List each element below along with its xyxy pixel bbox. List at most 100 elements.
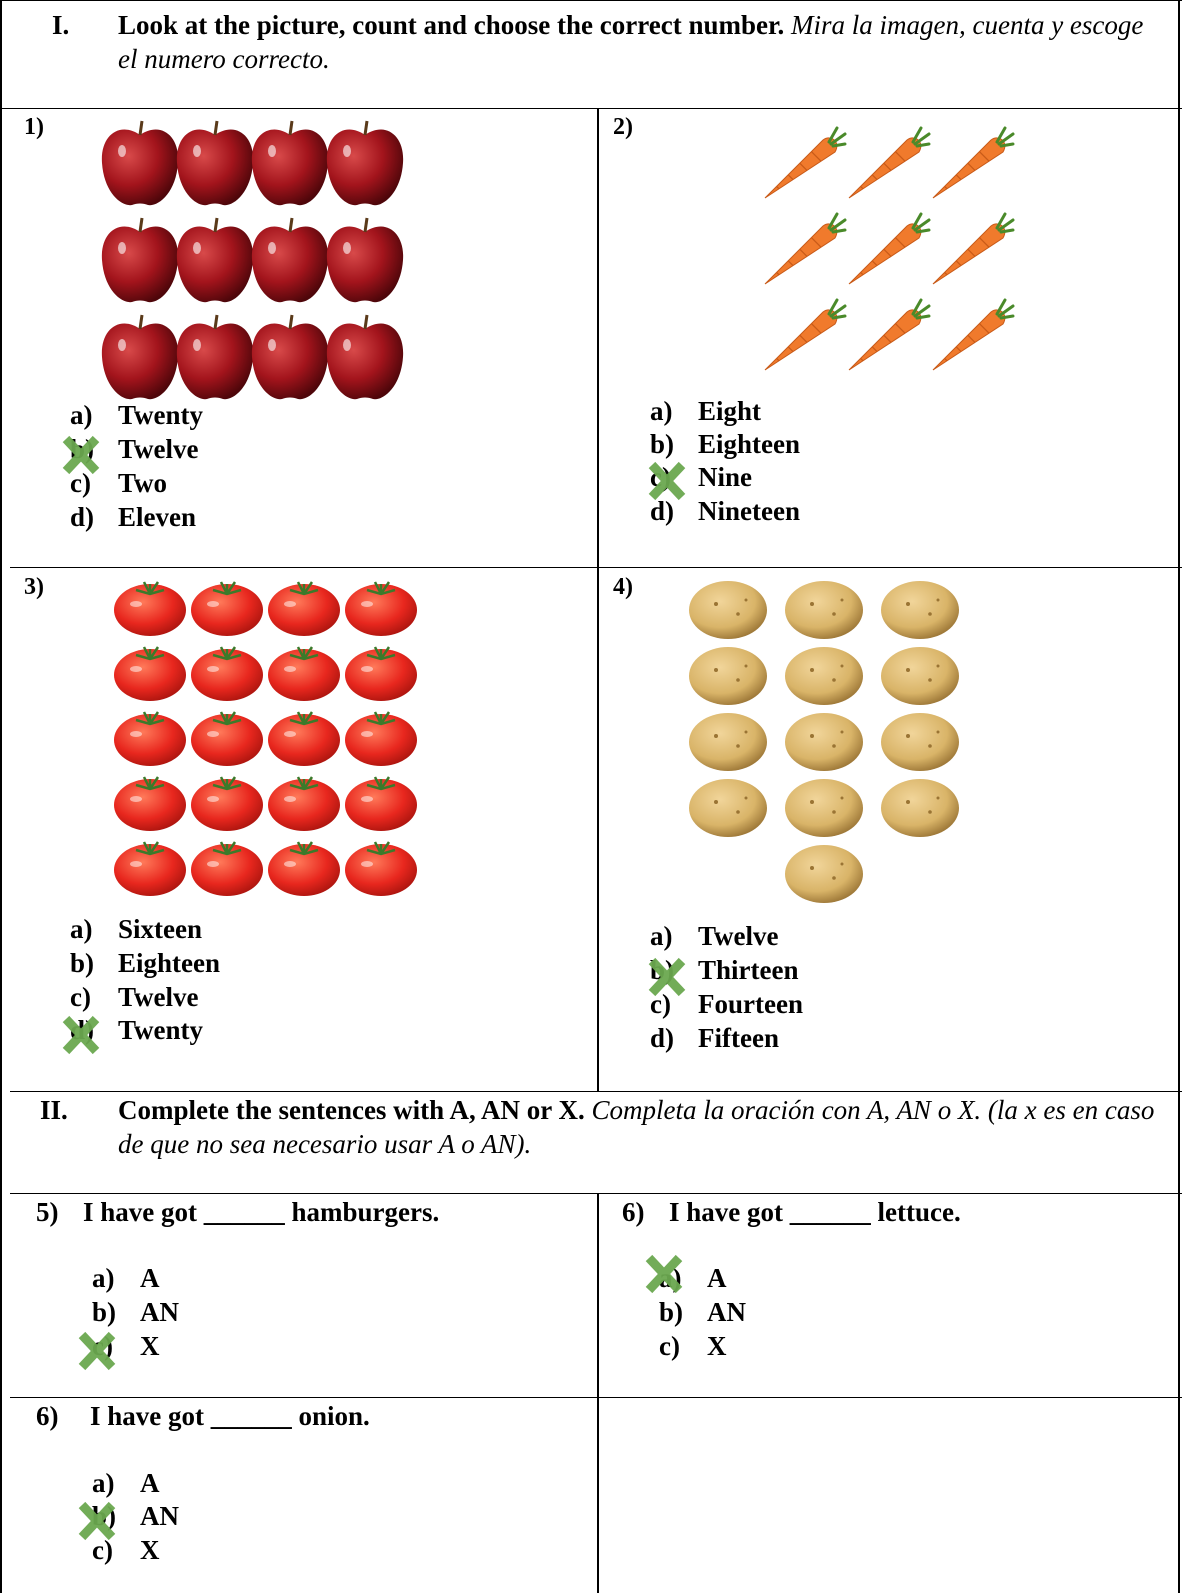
option-d[interactable]: d) Eleven <box>70 502 196 533</box>
option-a[interactable]: a) Twelve <box>650 921 778 952</box>
option-a[interactable]: a)A <box>92 1263 160 1294</box>
carrot-icon <box>848 298 931 371</box>
potato-icon <box>785 713 863 771</box>
tomato-icon <box>268 841 340 896</box>
option-word: Fourteen <box>698 989 803 1019</box>
potato-icon <box>881 581 959 639</box>
tomato-icon <box>191 711 263 766</box>
border-left <box>0 0 2 1593</box>
option-c[interactable]: c) Fourteen <box>650 989 803 1020</box>
option-word: A <box>140 1468 160 1498</box>
option-letter: c) <box>70 982 91 1012</box>
apple-icon <box>326 120 404 206</box>
tomato-icon <box>114 646 186 701</box>
option-letter: a) <box>92 1468 115 1498</box>
option-word: Sixteen <box>118 914 202 944</box>
rule-under-section1 <box>0 108 1182 109</box>
potato-icon <box>881 713 959 771</box>
potato-icon <box>785 845 863 903</box>
option-word: X <box>140 1331 160 1361</box>
answer-mark-icon <box>62 435 100 475</box>
apples-picture <box>101 120 404 400</box>
option-word: Twelve <box>118 982 199 1012</box>
potato-icon <box>689 713 767 771</box>
option-b[interactable]: b)AN <box>92 1297 179 1328</box>
option-letter: b) <box>70 948 95 978</box>
option-word: Eight <box>698 396 762 426</box>
section-number: I. <box>52 10 70 40</box>
option-a[interactable]: a)Twenty <box>70 400 203 431</box>
sentence-question-6: 6)I have got ______ lettuce. <box>622 1197 961 1228</box>
carrot-icon <box>932 298 1015 371</box>
option-b[interactable]: b)Thirteen <box>650 955 799 986</box>
option-letter: c) <box>650 989 671 1019</box>
instruction-spanish: Completa la oración con A, AN o X. (la x… <box>118 1095 1155 1159</box>
option-word: Twelve <box>698 921 779 951</box>
section-number: II. <box>40 1095 68 1125</box>
apple-icon <box>326 314 404 400</box>
carrot-icon <box>932 212 1015 285</box>
option-word: Twenty <box>118 1015 203 1045</box>
question-number: 6) <box>622 1197 645 1227</box>
option-c[interactable]: c)X <box>92 1535 160 1566</box>
option-c[interactable]: c)Two <box>70 468 167 499</box>
potato-icon <box>785 581 863 639</box>
option-c[interactable]: c)X <box>659 1331 727 1362</box>
question-number: 2) <box>613 114 633 140</box>
option-c[interactable]: c) Twelve <box>70 982 198 1013</box>
option-b[interactable]: b) Eighteen <box>70 948 220 979</box>
sentence-end: lettuce. <box>877 1197 961 1227</box>
answer-mark-icon <box>648 957 686 997</box>
option-word: Fifteen <box>698 1023 779 1053</box>
option-d[interactable]: d) Fifteen <box>650 1023 779 1054</box>
tomato-icon <box>268 776 340 831</box>
question-number: 3) <box>24 574 44 600</box>
divider-middle-b <box>597 1193 599 1593</box>
answer-blank[interactable]: ______ <box>203 1197 285 1227</box>
option-b[interactable]: b)Eighteen <box>650 429 800 460</box>
option-d[interactable]: d)Nineteen <box>650 496 800 527</box>
option-a[interactable]: a)Sixteen <box>70 914 202 945</box>
option-word: A <box>140 1263 160 1293</box>
potatoes-picture <box>689 581 959 903</box>
option-word: AN <box>140 1297 179 1327</box>
option-letter: d) <box>70 502 95 532</box>
option-b[interactable]: b)AN <box>659 1297 746 1328</box>
tomato-icon <box>114 776 186 831</box>
apple-icon <box>101 217 179 303</box>
option-word: Eighteen <box>118 948 221 978</box>
sentence-question-7: 6)I have got ______ onion. <box>36 1401 370 1432</box>
answer-blank[interactable]: ______ <box>210 1401 292 1431</box>
section-instruction: Look at the picture, count and choose th… <box>118 8 1158 76</box>
option-word: Two <box>118 468 168 498</box>
option-a[interactable]: a) A <box>92 1468 160 1499</box>
option-letter: d) <box>650 1023 675 1053</box>
tomato-icon <box>191 776 263 831</box>
option-letter: c) <box>92 1535 113 1565</box>
question-number: 5) <box>36 1197 59 1227</box>
option-word: AN <box>707 1297 746 1327</box>
section-instruction: Complete the sentences with A, AN or X. … <box>118 1093 1162 1161</box>
divider-middle-a <box>597 108 599 1091</box>
option-word: Eleven <box>118 502 196 532</box>
potato-icon <box>689 647 767 705</box>
answer-mark-icon <box>78 1331 116 1371</box>
tomato-icon <box>114 581 186 636</box>
option-word: Thirteen <box>698 955 799 985</box>
question-number: 4) <box>613 574 633 600</box>
tomato-icon <box>268 581 340 636</box>
answer-blank[interactable]: ______ <box>789 1197 871 1227</box>
option-a[interactable]: a) Eight <box>650 396 761 427</box>
tomato-icon <box>114 841 186 896</box>
sentence-question-5: 5)I have got ______ hamburgers. <box>36 1197 439 1228</box>
instruction-english: Look at the picture, count and choose th… <box>118 10 785 40</box>
sentence-start: I have got <box>90 1401 204 1431</box>
rule-row4 <box>10 1397 1182 1398</box>
apple-icon <box>251 217 329 303</box>
option-letter: a) <box>650 396 673 426</box>
carrot-icon <box>764 298 847 371</box>
tomato-icon <box>191 646 263 701</box>
option-letter: a) <box>650 921 673 951</box>
apple-icon <box>251 314 329 400</box>
option-word: Nineteen <box>698 496 800 526</box>
